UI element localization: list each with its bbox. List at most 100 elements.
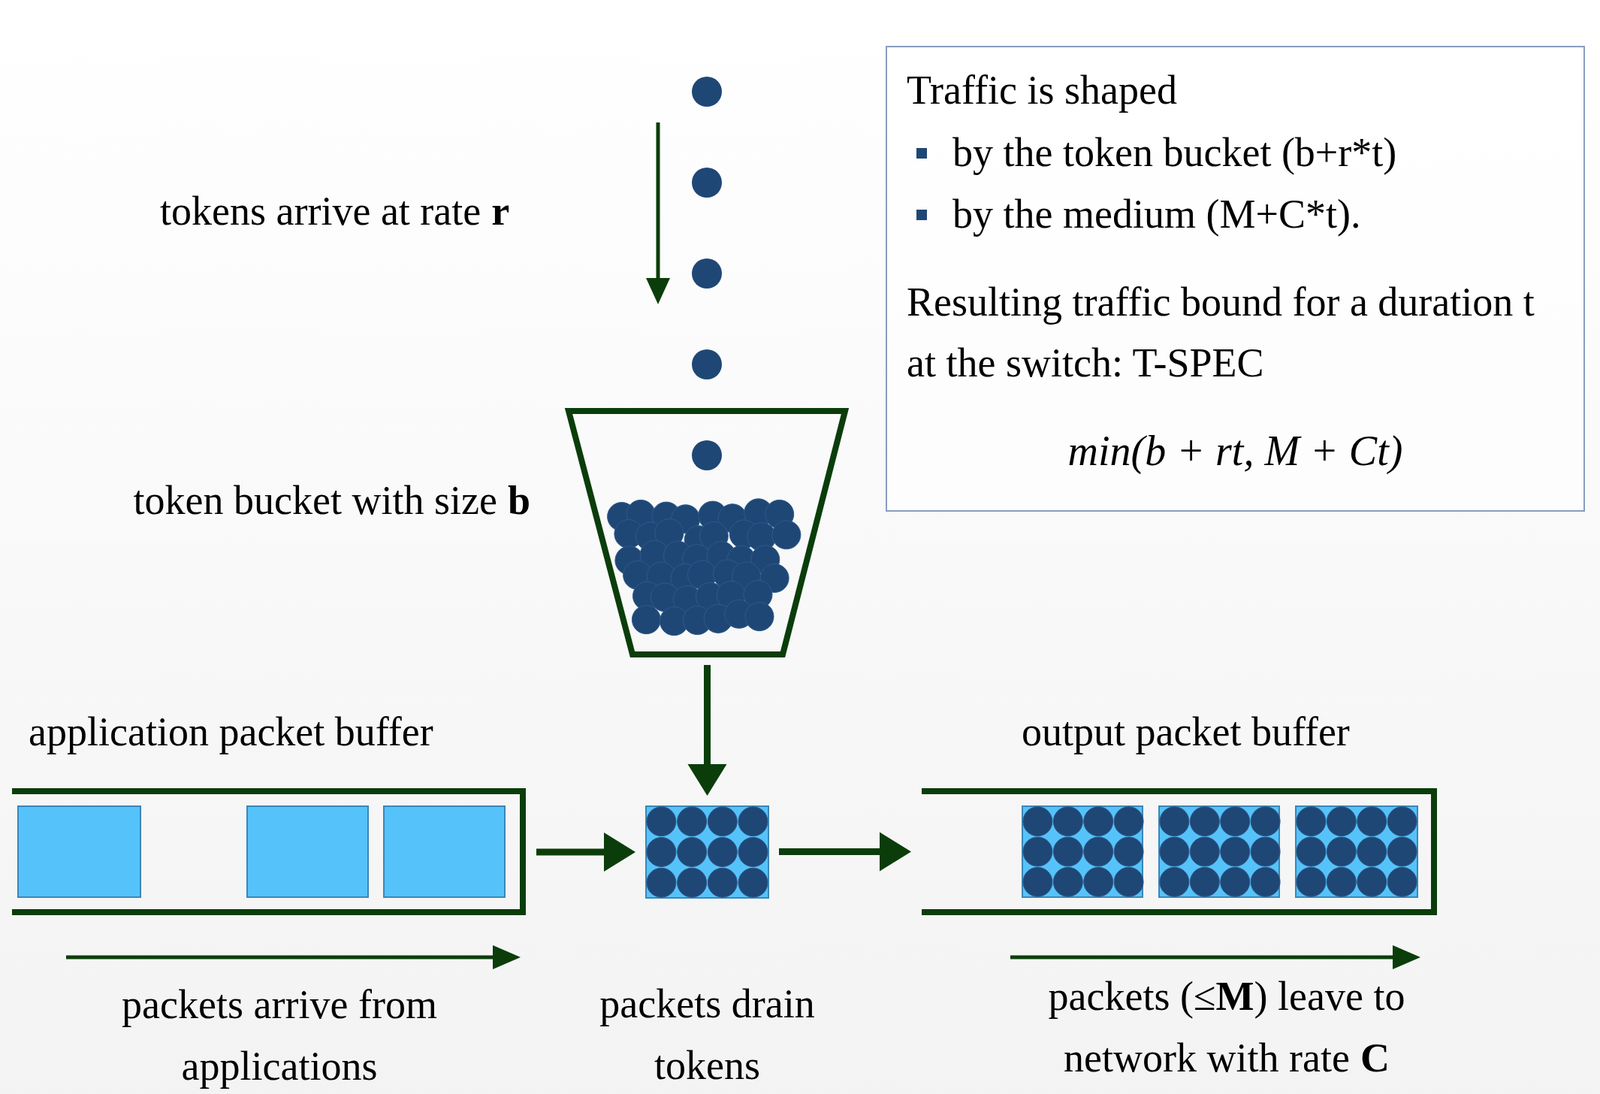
- connector-line: [536, 848, 607, 856]
- token: [1220, 806, 1250, 837]
- formula: min(b + rt, M + Ct): [887, 428, 1584, 474]
- token: [646, 837, 677, 867]
- token-bucket: token bucket with sizeb: [568, 410, 846, 655]
- token: [1189, 836, 1220, 867]
- token: [1053, 806, 1083, 837]
- token: [1250, 836, 1280, 867]
- token: [1250, 806, 1280, 837]
- connector-line: [778, 848, 883, 855]
- flow-arrow: [688, 664, 728, 796]
- token: [1113, 836, 1144, 867]
- token: [738, 867, 768, 897]
- info-box: Traffic is shaped by the token bucket (b+…: [885, 45, 1585, 512]
- label-row: packets (≤M) leave to: [963, 973, 1490, 1019]
- bold-symbol: r: [491, 188, 510, 234]
- buffer-outline: [12, 790, 523, 912]
- token: [1113, 806, 1144, 837]
- label-row: tokens arrive at rater: [160, 188, 686, 234]
- token: [1220, 866, 1250, 897]
- box-text: Traffic is shaped: [906, 67, 1178, 113]
- label-row: network with rateC: [963, 1035, 1490, 1081]
- packet: [247, 806, 369, 897]
- token: [707, 806, 737, 837]
- token: [646, 806, 677, 837]
- bucket-heading: token bucket with sizeb: [133, 477, 531, 523]
- heading-text: token bucket with size: [133, 477, 498, 523]
- token: [1326, 866, 1356, 897]
- token: [1023, 866, 1053, 897]
- bucket-tokens: [607, 498, 801, 636]
- token: [1159, 806, 1190, 837]
- bullet-square: [916, 147, 927, 159]
- caption-text: packets drain tokens: [557, 972, 858, 1094]
- bullet-text: by the token bucket (b+r*t): [952, 129, 1397, 176]
- token: [1023, 806, 1053, 837]
- token: [1357, 836, 1387, 867]
- token: [1083, 806, 1114, 837]
- flow-arrow: [536, 832, 636, 872]
- label-text: network with rate: [1063, 1035, 1350, 1081]
- flow-arrow: [778, 832, 912, 872]
- token: [677, 806, 707, 837]
- bold-symbol: C: [1360, 1035, 1390, 1081]
- token: [1296, 866, 1326, 897]
- token: [1250, 866, 1280, 897]
- token: [1083, 866, 1114, 897]
- buffer-heading: application packet buffer: [28, 709, 434, 755]
- token: [707, 837, 737, 867]
- bullet-text: by the medium (M+C*t).: [952, 191, 1361, 237]
- token: [1296, 836, 1326, 867]
- packet: [383, 806, 505, 897]
- label-text: ) leave to: [1254, 973, 1406, 1019]
- packet: [1295, 806, 1418, 897]
- token: [1326, 836, 1356, 867]
- token: [1113, 866, 1144, 897]
- buffer-outline: [921, 790, 1434, 912]
- token: [1189, 806, 1220, 837]
- token: [1326, 806, 1356, 837]
- token: [1220, 836, 1250, 867]
- token: [646, 867, 677, 897]
- packet: [18, 806, 141, 897]
- node-outline: [646, 806, 769, 898]
- buffer-heading: output packet buffer: [1021, 709, 1350, 755]
- token: [1357, 866, 1387, 897]
- token: [1023, 836, 1053, 867]
- token: [1083, 836, 1114, 867]
- token: [738, 806, 768, 837]
- token: [1159, 836, 1190, 867]
- token: [677, 837, 707, 867]
- label-text: tokens arrive at rate: [160, 188, 481, 234]
- token: [1387, 836, 1417, 867]
- bucket-outline: [568, 410, 846, 655]
- node-outline: [568, 410, 846, 655]
- packet-buffer: application packet buffer: [12, 787, 526, 915]
- node-outline: [921, 787, 1437, 915]
- token: [1053, 836, 1083, 867]
- token: [1159, 866, 1190, 897]
- packet: [646, 806, 769, 898]
- token: [738, 837, 768, 867]
- bullet-square: [916, 209, 927, 221]
- bold-symbol: b: [507, 477, 531, 523]
- token: [1189, 866, 1220, 897]
- bold-symbol: M: [1216, 973, 1255, 1019]
- token: [677, 867, 707, 897]
- label-text: packets arrive from applications: [96, 973, 462, 1094]
- box-text: Resulting traffic bound for a duration t…: [906, 271, 1568, 394]
- connector-line: [703, 664, 711, 767]
- packet-buffer: output packet buffer: [921, 787, 1437, 915]
- token-packet: packets drain tokens: [646, 806, 769, 898]
- token: [1357, 806, 1387, 837]
- token: [1296, 806, 1326, 837]
- arrowhead: [879, 832, 912, 872]
- arrowhead: [688, 763, 728, 796]
- token: [1387, 806, 1417, 837]
- token: [1387, 866, 1417, 897]
- token: [1053, 866, 1083, 897]
- token: [707, 867, 737, 897]
- node-outline: [12, 787, 526, 915]
